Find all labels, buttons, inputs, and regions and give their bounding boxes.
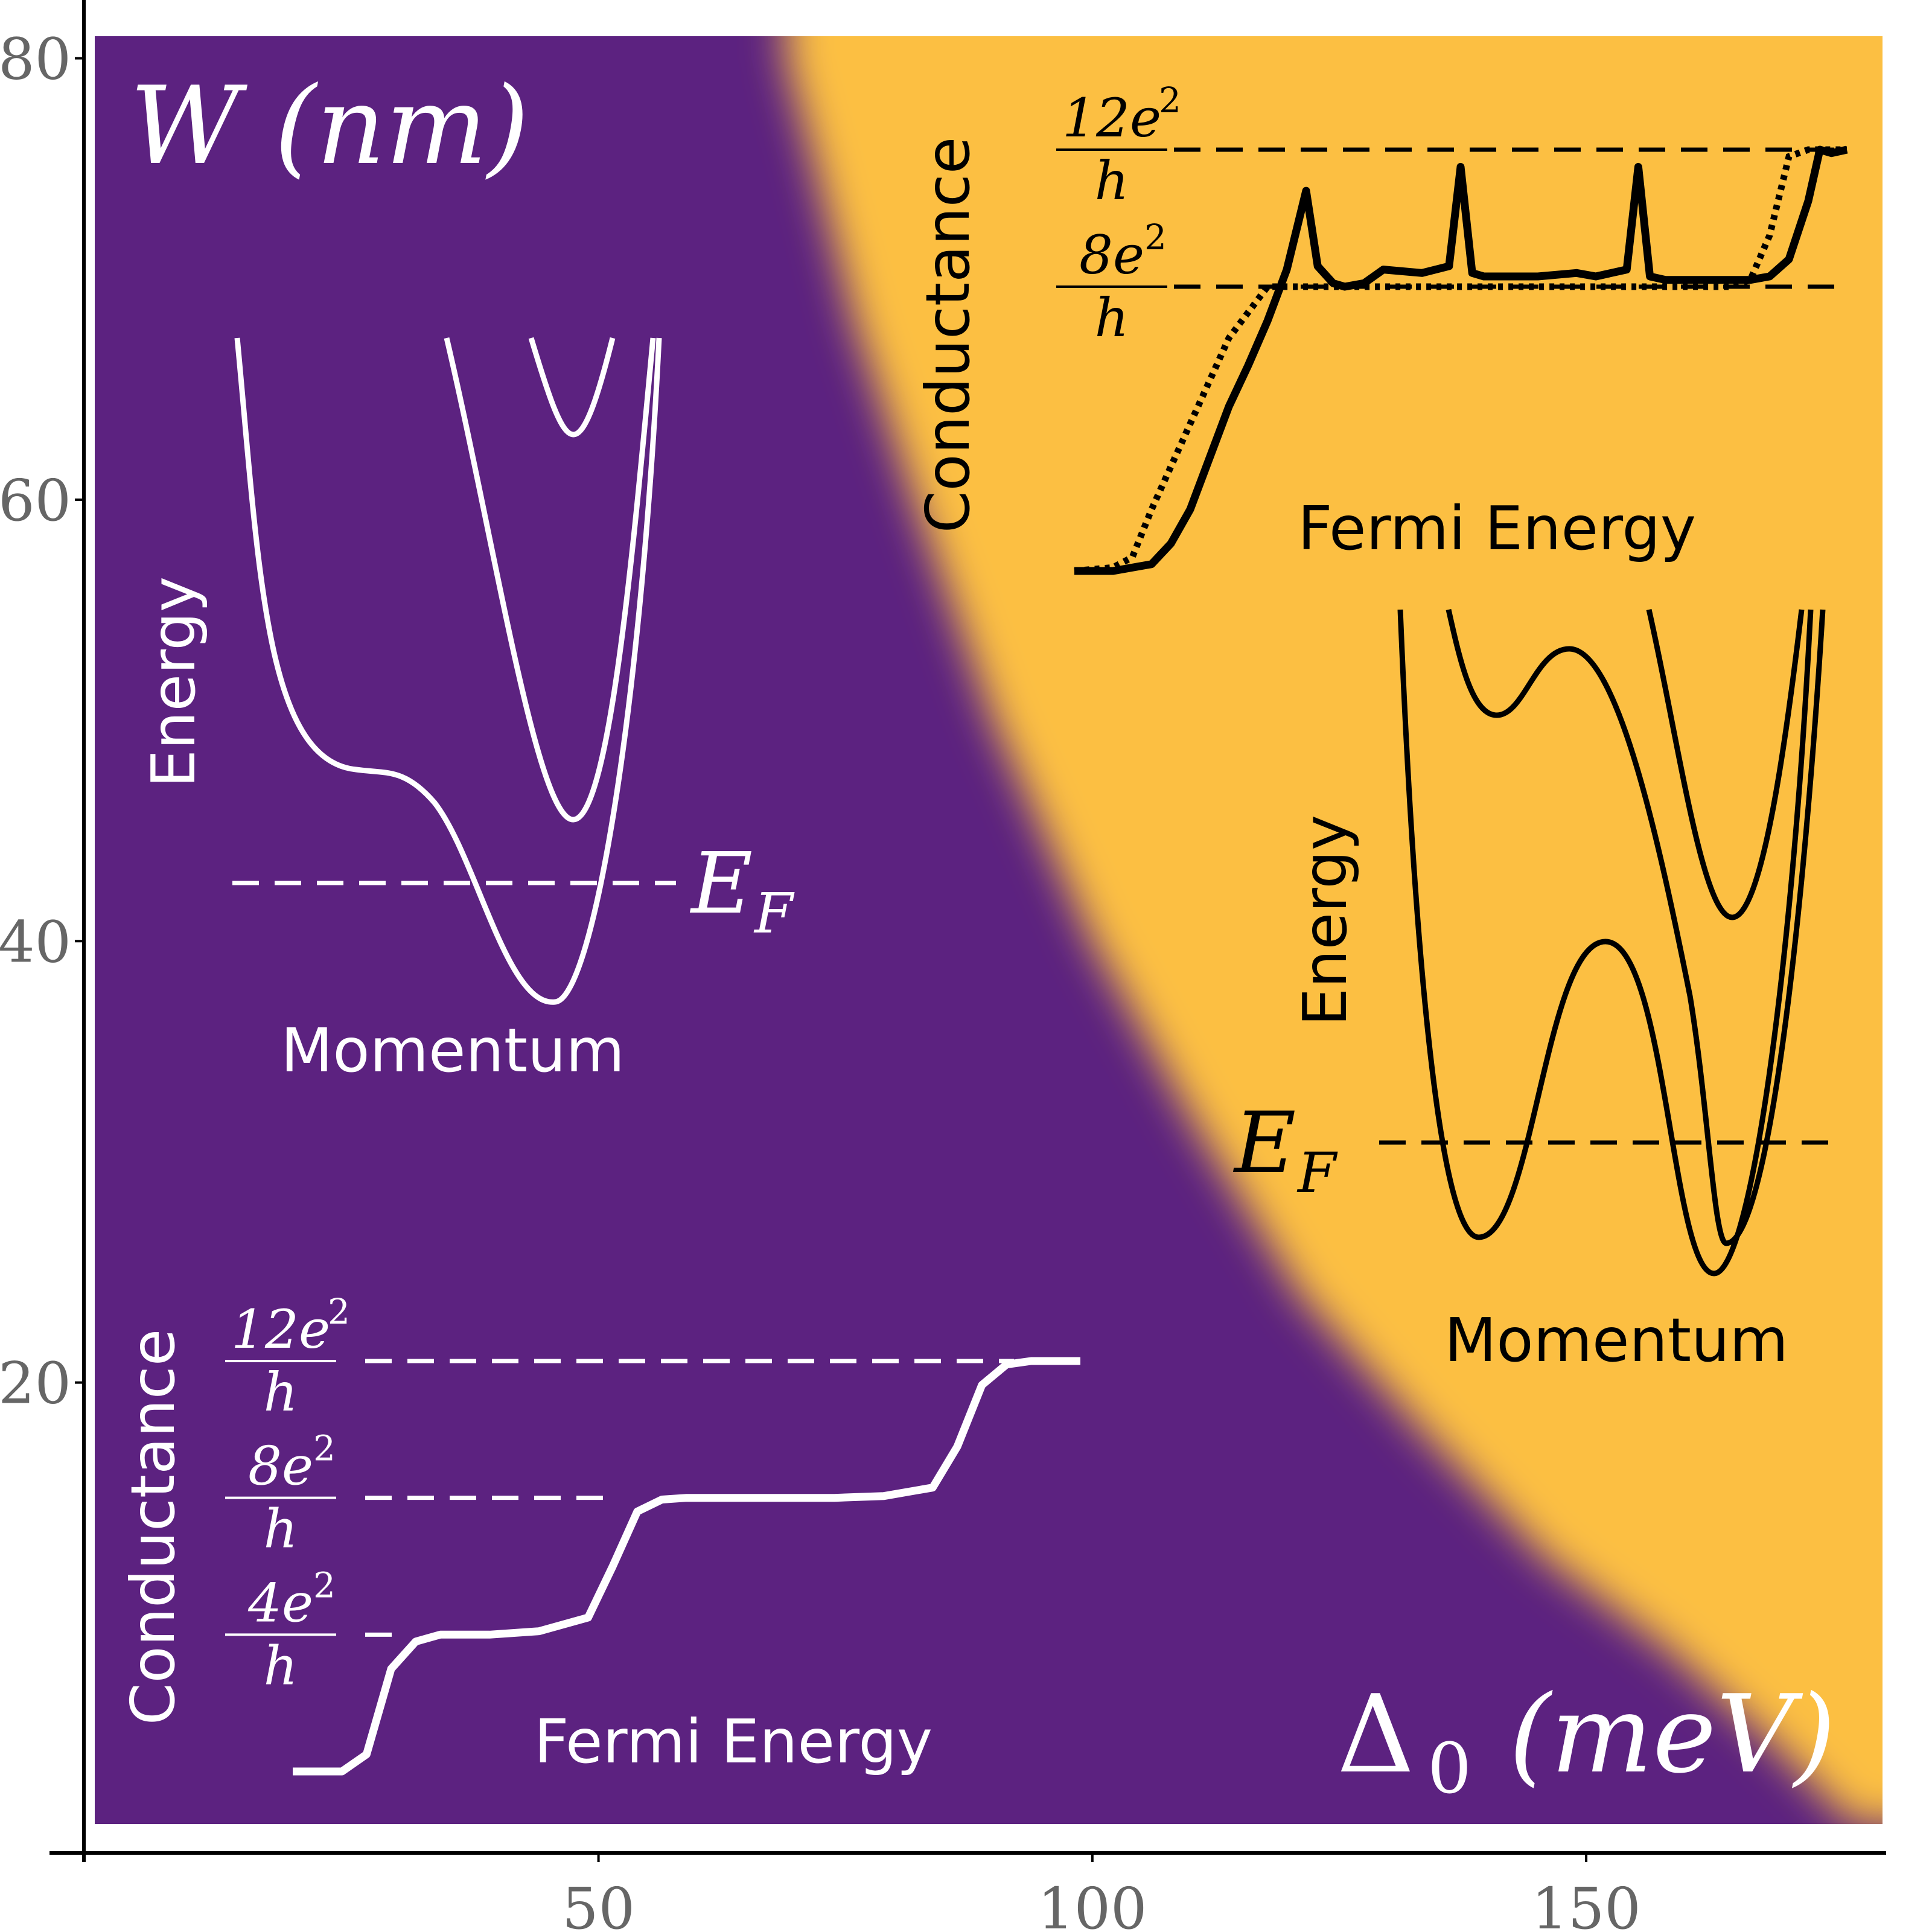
yellow-band-structure-inset: E F Momentum Energy <box>1232 608 1829 1376</box>
band-curve-u <box>1646 608 1805 920</box>
level-superscript: 2 <box>313 1428 336 1469</box>
y-tick-label: 20 <box>0 1351 71 1417</box>
level-numerator: 12e <box>1062 87 1161 149</box>
fermi-level-label-yellow: E F <box>1232 1094 1338 1205</box>
band-curve-middle <box>444 337 656 823</box>
x-axis-title-sub: 0 <box>1427 1729 1471 1809</box>
level-denominator: h <box>1095 287 1129 349</box>
yellow-cond-xlabel: Fermi Energy <box>1298 493 1696 564</box>
y-tick-label: 80 <box>0 27 71 93</box>
level-numerator: 8e <box>1079 224 1144 286</box>
yellow-region <box>786 36 1883 1824</box>
y-tick-label: 40 <box>0 909 71 975</box>
fermi-label-sub-yellow: F <box>1296 1141 1338 1205</box>
fermi-label-main-yellow: E <box>1232 1094 1296 1193</box>
level-superscript: 2 <box>1144 217 1167 258</box>
phase-heatmap <box>95 36 1883 1824</box>
level-denominator: h <box>264 1498 298 1560</box>
y-axis-title: W (nm) <box>130 63 529 188</box>
level-numerator: 4e <box>247 1572 313 1634</box>
band-curve-w-upper <box>1446 609 1826 1246</box>
purple-conductance-curve <box>293 1357 1080 1776</box>
level-superscript: 2 <box>328 1291 350 1332</box>
x-tick-label: 150 <box>1531 1876 1640 1932</box>
yellow-cond-ylabel: Conductance <box>913 137 983 534</box>
band-curve-lower <box>234 337 662 1005</box>
level-denominator: h <box>1095 150 1129 212</box>
band-curve-upper <box>528 337 616 438</box>
purple-band-structure-inset: E F Momentum Energy <box>138 337 795 1086</box>
x-axis-title-unit: (meV) <box>1509 1672 1836 1797</box>
level-denominator: h <box>264 1634 298 1697</box>
level-numerator: 8e <box>248 1435 313 1497</box>
fermi-level-label: E F <box>689 835 795 946</box>
x-tick-label: 100 <box>1038 1876 1147 1932</box>
x-axis-title: Δ 0 (meV) <box>1337 1672 1836 1809</box>
yellow-conductance-dotted-curve <box>1074 146 1847 575</box>
y-tick-label: 60 <box>0 468 71 534</box>
band-momentum-label: Momentum <box>281 1015 625 1086</box>
yellow-conductance-solid-curve <box>1074 145 1848 575</box>
x-tick-label: 50 <box>562 1876 635 1932</box>
level-superscript: 2 <box>313 1564 336 1605</box>
level-denominator: h <box>264 1361 298 1423</box>
band-energy-label: Energy <box>138 576 209 788</box>
x-axis-title-main: Δ <box>1337 1672 1415 1797</box>
purple-cond-ylabel: Conductance <box>118 1329 188 1726</box>
yellow-band-energy-label: Energy <box>1290 815 1360 1026</box>
yellow-band-momentum-label: Momentum <box>1444 1305 1788 1376</box>
band-curve-w-lower <box>1397 609 1814 1277</box>
fermi-label-sub: F <box>753 881 795 946</box>
level-numerator: 12e <box>231 1298 330 1360</box>
level-superscript: 2 <box>1159 80 1181 121</box>
fermi-label-main: E <box>689 835 753 933</box>
purple-cond-xlabel: Fermi Energy <box>534 1706 933 1777</box>
